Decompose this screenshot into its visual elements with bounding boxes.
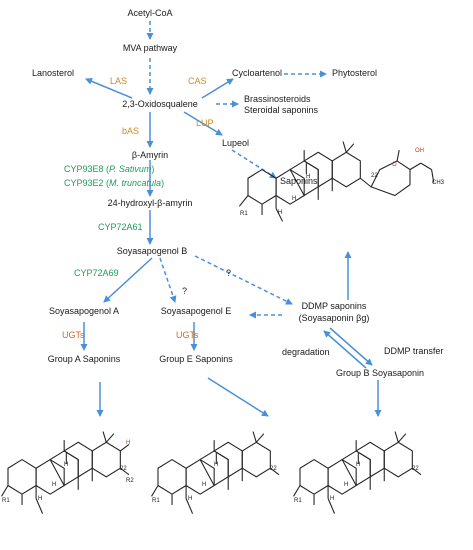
label-degradation: degradation [282,347,330,357]
structure-group-e [151,430,280,514]
node-hydroxy-beta-amyrin: 24-hydroxyl-β-amyrin [107,198,193,208]
node-lupeol: Lupeol [222,138,250,148]
node-ddmp-saponins-sub: (Soyasaponin βg) [298,313,370,323]
top-h2-label: H [292,196,297,202]
e-h1-label: H [214,462,219,468]
arrow-soyasapogenol-b-to-e [159,257,177,303]
a-h3-label: H [38,496,43,502]
a-h1-label: H [64,462,69,468]
e-h3-label: H [188,496,193,502]
top-ring-number: 22 [371,173,378,179]
node-acetyl-coa: Acetyl-CoA [127,8,173,18]
a-h2-label: H [52,482,57,488]
node-cycloartenol: Cycloartenol [232,68,283,78]
top-ch3-label: CH3 [432,180,445,186]
enzyme-bas: bAS [122,126,140,136]
e-r1-label: R1 [152,498,160,504]
arrow-ddmp-degradation [329,327,373,366]
node-group-b-soyasaponin: Group B Soyasaponin [335,368,425,378]
enzyme-ugts-a: UGTs [62,330,85,340]
b-ring-number: 22 [412,466,419,472]
b-h1-label: H [356,462,361,468]
label-ddmp-transfer: DDMP transfer [384,346,444,356]
node-group-a-saponins: Group A Saponins [47,354,121,364]
node-lanosterol: Lanosterol [32,68,75,78]
node-steroidal-saponins: Steroidal saponins [244,105,319,115]
enzyme-cyp72a61: CYP72A61 [98,222,143,232]
arrow-group-e-to-structure [207,377,269,417]
node-brassinosteroids: Brassinosteroids [244,94,311,104]
enzyme-lup: LUP [196,118,214,128]
arrow-ddmp-transfer [323,330,367,369]
enzyme-cyp93e8: CYP93E8 (P. Sativum) [64,164,155,174]
node-oxidosqualene: 2,3-Oxidosqualene [122,99,198,109]
structure-ddmp-saponin [238,140,435,222]
a-r1-label: R1 [2,498,10,504]
enzyme-cyp72a69: CYP72A69 [74,268,119,278]
node-mva-pathway: MVA pathway [122,43,178,53]
top-o-label: O [392,162,397,168]
structure-group-b [293,430,422,514]
structure-group-a [1,430,130,514]
e-ring-number: 22 [270,466,277,472]
node-saponins: Saponins [280,176,318,186]
top-r1-label: R1 [240,211,248,217]
label-question-e: ? [182,286,188,296]
top-h3-label: H [278,210,283,216]
top-oh-label: OH [415,148,424,154]
e-h2-label: H [202,482,207,488]
node-soyasapogenol-b: Soyasapogenol B [116,246,188,256]
a-ring-number: 22 [120,466,127,472]
arrow-oxidosqualene-to-cycloartenol [201,78,234,99]
label-question-ddmp: ? [226,268,232,278]
enzyme-ugts-e: UGTs [176,330,199,340]
arrow-oxidosqualene-to-lupeol [183,111,223,136]
a-r2-label: R2 [126,478,134,484]
arrow-soyasapogenol-b-to-a [103,257,153,303]
enzyme-cas: CAS [188,76,207,86]
b-h2-label: H [344,482,349,488]
node-group-e-saponins: Group E Saponins [159,354,233,364]
top-h1-label: H [306,174,311,180]
node-soyasapogenol-e: Soyasapogenol E [160,306,232,316]
b-r1-label: R1 [294,498,302,504]
enzyme-las: LAS [110,76,128,86]
node-ddmp-saponins: DDMP saponins [301,301,367,311]
node-soyasapogenol-a: Soyasapogenol A [48,306,120,316]
arrow-oxidosqualene-to-lanosterol [85,78,133,99]
node-phytosterol: Phytosterol [332,68,378,78]
b-h3-label: H [330,496,335,502]
enzyme-cyp93e2: CYP93E2 (M. truncatula) [64,178,165,188]
node-beta-amyrin: β-Amyrin [131,150,169,160]
a-oh-label: H [126,440,131,446]
